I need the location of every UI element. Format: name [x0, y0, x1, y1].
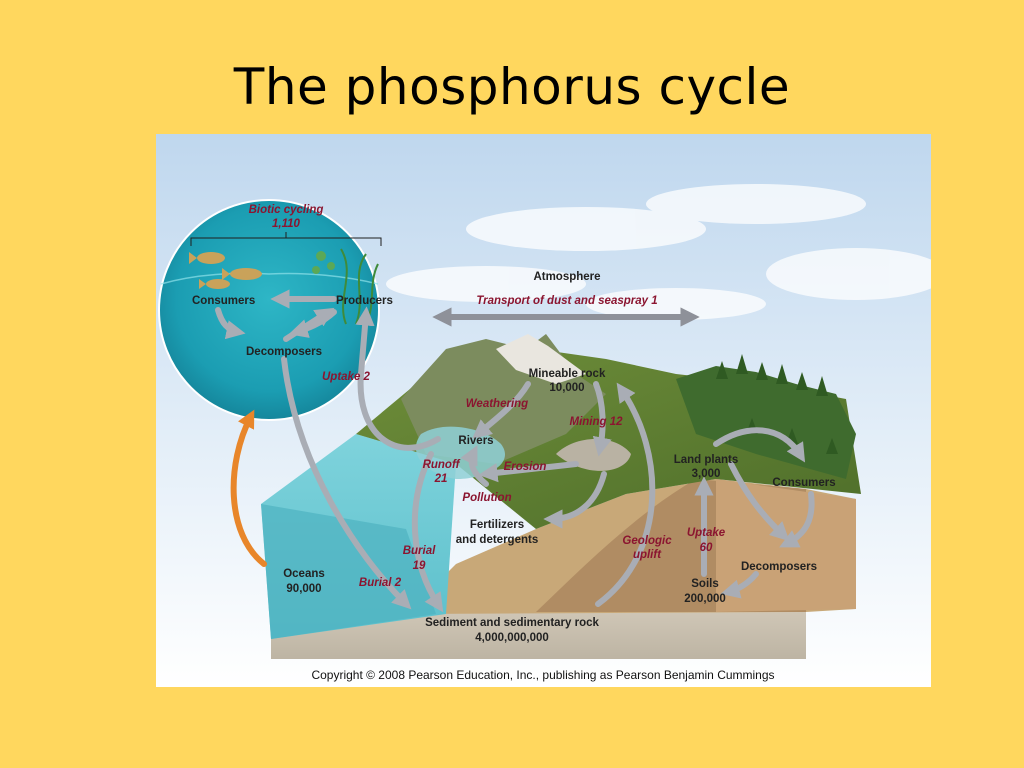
sediment-layer: [271, 612, 806, 659]
fish-icon: [189, 252, 262, 289]
forest: [676, 366, 856, 479]
arrow-consumers-to-decomposers: [215, 307, 246, 340]
arrow-pollution: [460, 445, 489, 487]
label-land-plants-value: 3,000: [692, 468, 721, 480]
label-oceans-value: 90,000: [286, 583, 321, 595]
label-land-uptake: Uptake: [687, 527, 726, 539]
arrow-erosion: [478, 461, 579, 483]
biotic-cycling-brace: [190, 232, 382, 246]
label-inset-decomposers: Decomposers: [246, 346, 322, 358]
plankton-icon: [312, 251, 335, 274]
label-oceans: Oceans: [283, 568, 325, 580]
label-atmosphere: Atmosphere: [533, 271, 600, 283]
label-runoff: Runoff: [423, 459, 461, 471]
phosphorus-cycle-figure: Biotic cycling 1,110 Consumers Producers…: [156, 134, 931, 687]
label-uptake-2: Uptake 2: [322, 371, 371, 383]
arrow-burial-2: [281, 356, 412, 610]
label-geologic-uplift-line2: uplift: [633, 549, 662, 561]
label-land-consumers: Consumers: [772, 477, 835, 489]
clouds: [386, 184, 931, 320]
diagram-canvas: Biotic cycling 1,110 Consumers Producers…: [156, 134, 931, 687]
label-land-decomposers: Decomposers: [741, 561, 817, 573]
label-weathering: Weathering: [466, 398, 528, 410]
arrow-fertilizer-production: [543, 471, 607, 529]
label-burial-19-value: 19: [413, 560, 426, 572]
label-sediment: Sediment and sedimentary rock: [425, 617, 599, 629]
ocean-inset: [158, 199, 382, 421]
label-soils: Soils: [691, 578, 718, 590]
arrow-ocean-to-inset: [230, 409, 267, 567]
label-mining: Mining 12: [569, 416, 623, 428]
label-biotic-cycling: Biotic cycling: [249, 204, 324, 216]
label-fertilizers: Fertilizers: [470, 519, 524, 531]
label-mineable-rock: Mineable rock: [529, 368, 606, 380]
label-dust-transport: Transport of dust and seaspray 1: [476, 295, 657, 307]
copyright-notice: Copyright © 2008 Pearson Education, Inc.…: [311, 668, 774, 682]
arrow-producers-loop: [288, 309, 337, 338]
label-burial-19: Burial: [403, 545, 436, 557]
label-erosion: Erosion: [504, 461, 547, 473]
label-inset-producers: Producers: [336, 295, 393, 307]
label-land-uptake-value: 60: [700, 542, 713, 554]
label-runoff-value: 21: [434, 473, 448, 485]
label-mineable-rock-value: 10,000: [549, 382, 584, 394]
label-soils-value: 200,000: [684, 593, 726, 605]
label-geologic-uplift: Geologic: [622, 535, 672, 547]
arrow-plants-to-consumers: [713, 427, 806, 463]
arrow-burial-19: [411, 451, 444, 613]
label-fertilizers-line2: and detergents: [456, 534, 538, 546]
arrow-geologic-uplift: [595, 382, 656, 607]
label-rivers: Rivers: [458, 435, 493, 447]
label-burial-2: Burial 2: [359, 577, 402, 589]
label-pollution: Pollution: [462, 492, 511, 504]
mountain-peak: [496, 334, 586, 384]
slide-title: The phosphorus cycle: [233, 58, 791, 116]
arrow-weathering: [472, 381, 531, 439]
label-biotic-cycling-value: 1,110: [272, 218, 301, 230]
arrow-decomposers-to-soils: [720, 571, 759, 599]
label-inset-consumers: Consumers: [192, 295, 255, 307]
flux-arrows: [215, 289, 815, 613]
label-land-plants: Land plants: [674, 454, 739, 466]
arrow-mining: [592, 381, 612, 457]
label-sediment-value: 4,000,000,000: [475, 632, 549, 644]
arrow-plants-to-decomposers: [728, 461, 790, 542]
arrow-consumers-to-decomposers-land: [779, 491, 815, 548]
arrow-uptake-2: [355, 306, 441, 451]
